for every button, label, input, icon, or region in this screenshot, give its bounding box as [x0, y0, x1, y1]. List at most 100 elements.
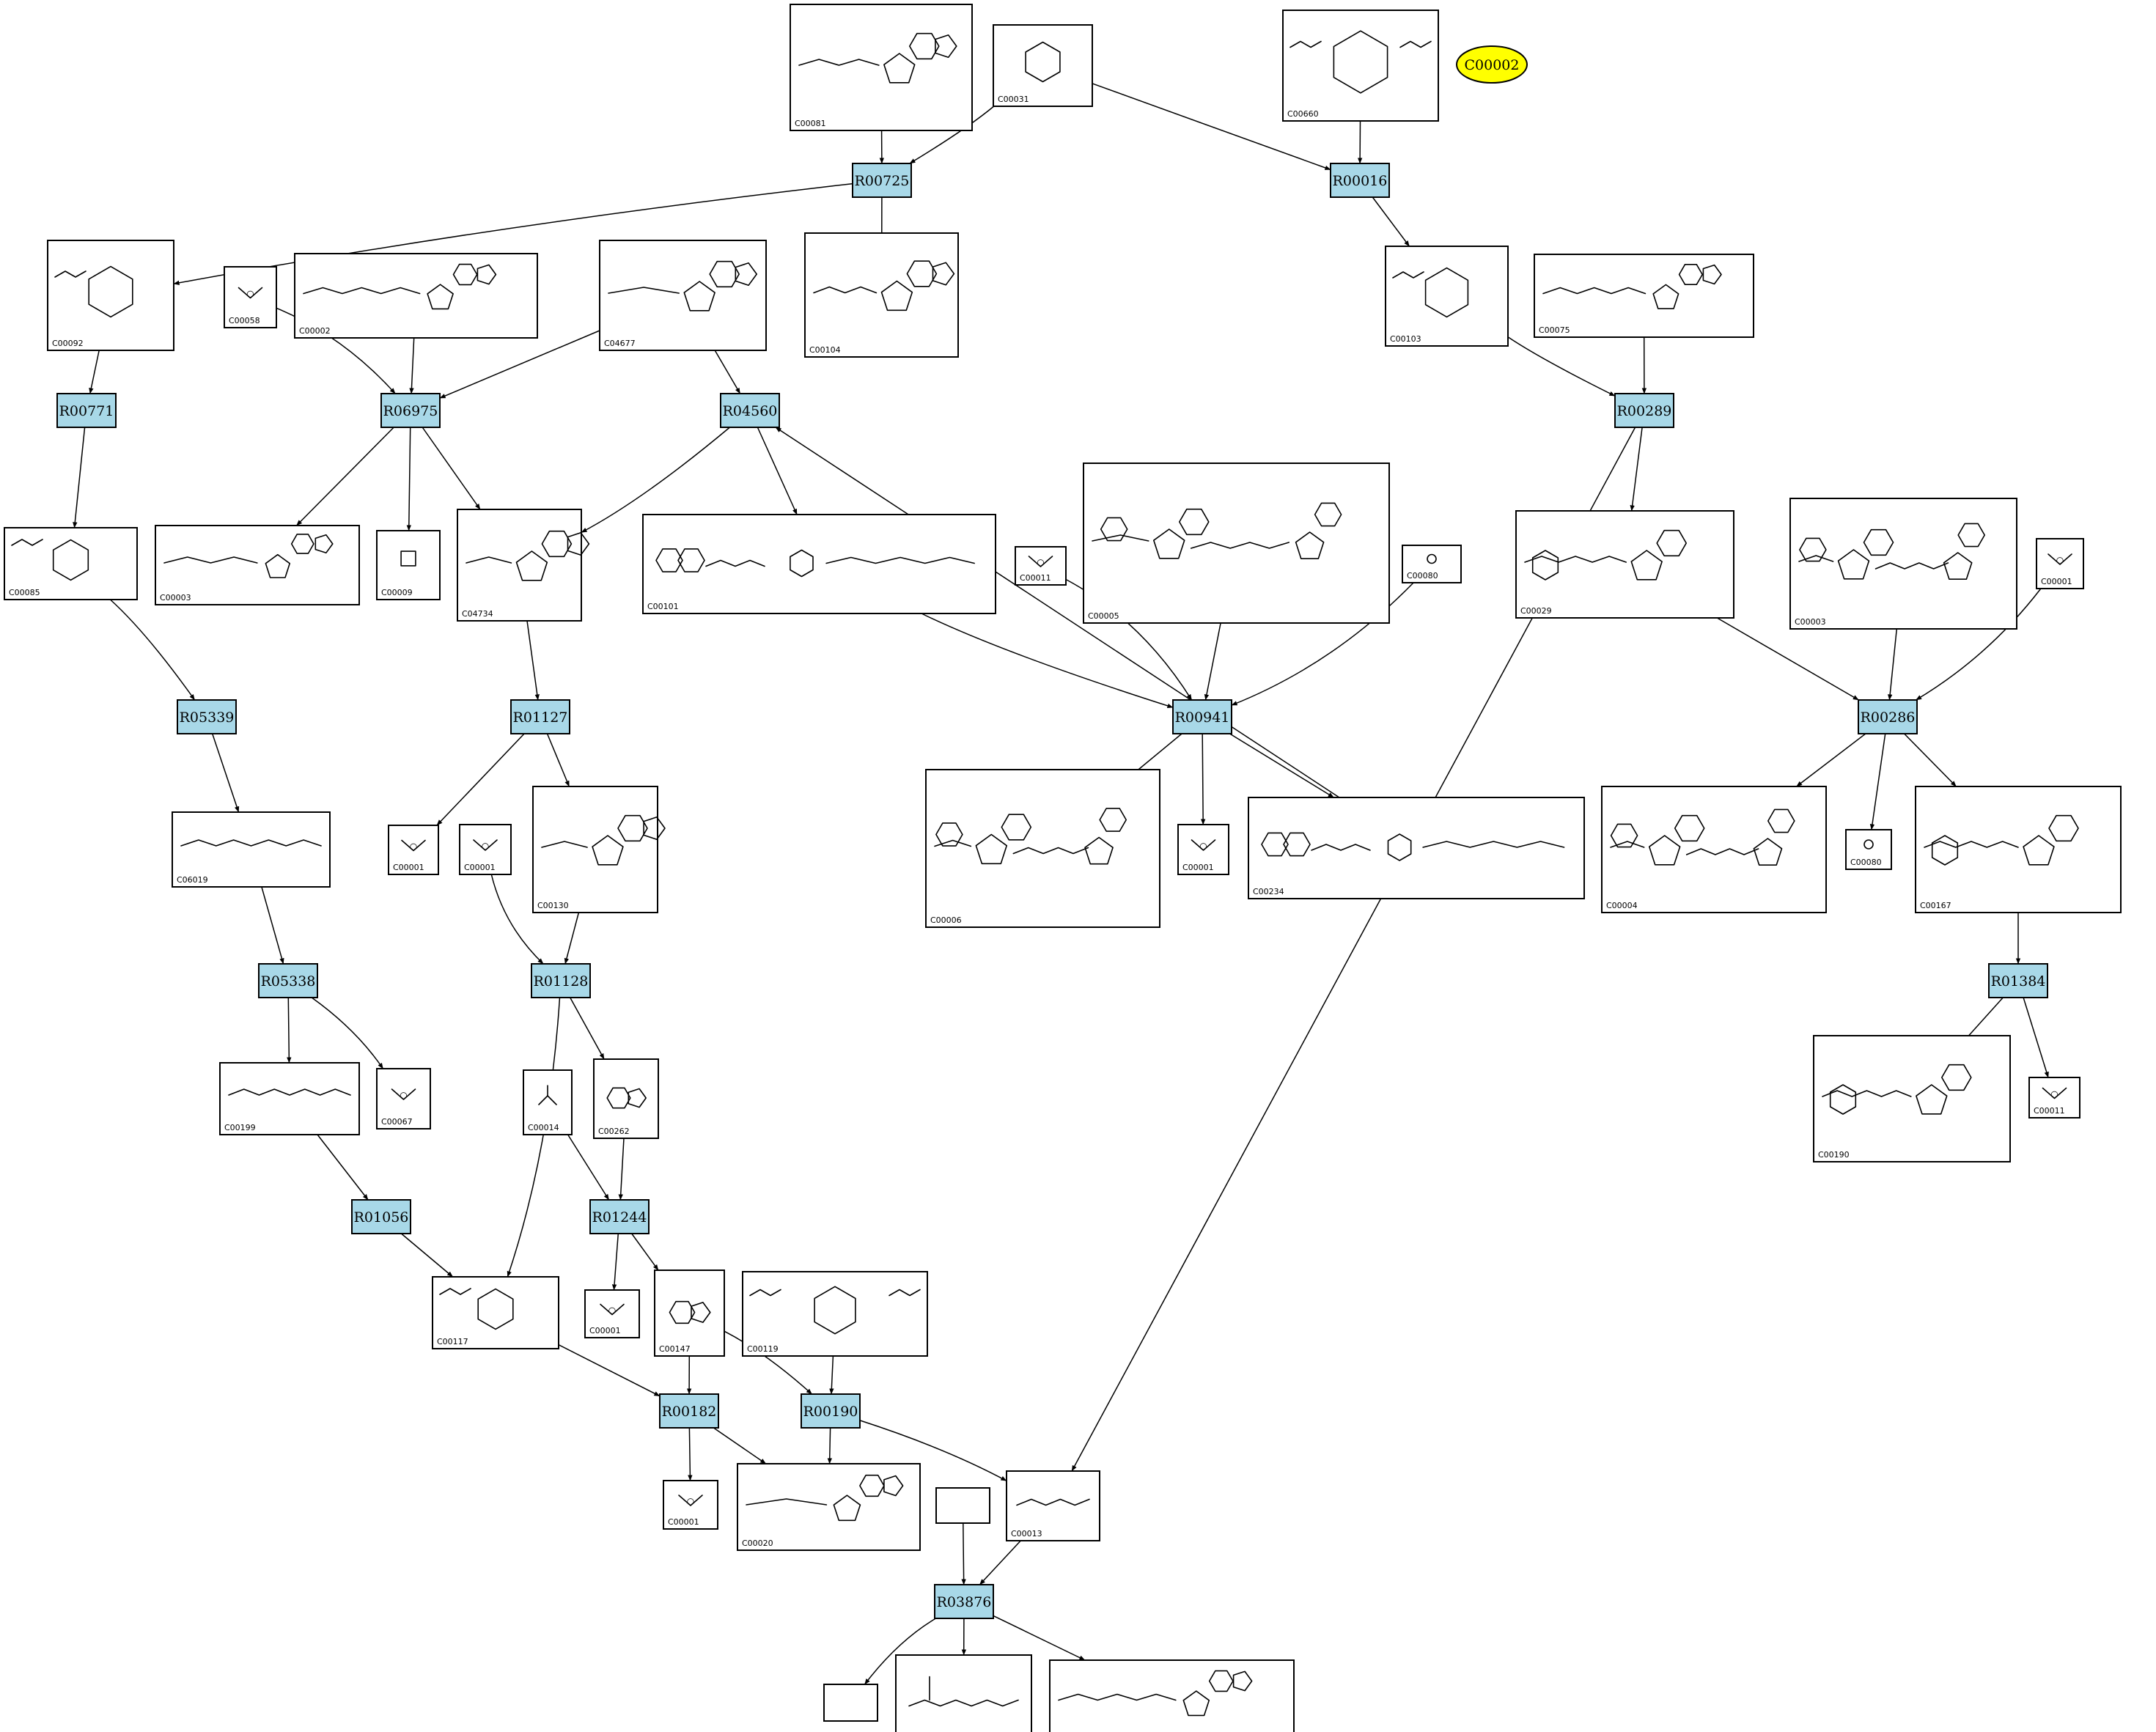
compound-node-c00001[interactable]: ○C00001 — [388, 825, 439, 875]
compound-node-c00262[interactable]: C00262 — [593, 1058, 659, 1139]
reaction-id-label: R00286 — [1861, 710, 1916, 726]
highlight-compound-badge[interactable] — [1456, 45, 1528, 84]
nucleotide-monophosphate-structure-icon — [541, 814, 666, 866]
compound-node-c00009[interactable]: C00009 — [376, 530, 441, 600]
compound-node-c00117[interactable]: C00117 — [432, 1276, 559, 1349]
reaction-box — [720, 393, 780, 428]
compound-node-c00660[interactable]: C00660 — [1282, 10, 1439, 122]
edge-c00029-to-r00286 — [1716, 617, 1859, 701]
compound-id-label: C00001 — [393, 863, 424, 872]
compound-node-c00199[interactable]: C00199 — [219, 1062, 360, 1135]
reaction-node-r00190[interactable]: R00190 — [801, 1393, 861, 1429]
reaction-node-r01056[interactable]: R01056 — [351, 1199, 411, 1234]
compound-node-c00067[interactable]: ○C00067 — [376, 1068, 431, 1130]
reaction-node-r05338[interactable]: R05338 — [258, 963, 318, 998]
reaction-node-r00725[interactable]: R00725 — [852, 163, 912, 198]
reaction-box — [380, 393, 441, 428]
compound-node-c00085[interactable]: C00085 — [4, 527, 138, 600]
compound-node-c00020[interactable]: C00020 — [737, 1463, 921, 1551]
reaction-node-r00289[interactable]: R00289 — [1614, 393, 1674, 428]
compound-node-c00011[interactable]: ○C00011 — [2028, 1077, 2080, 1119]
compound-node-c00002[interactable]: C00002 — [1049, 1659, 1295, 1732]
compound-id-label: C00067 — [381, 1117, 413, 1127]
reaction-node-r00941[interactable]: R00941 — [1172, 699, 1232, 734]
compound-id-label: C00011 — [2034, 1106, 2065, 1116]
compound-node-c00004[interactable]: C00004 — [1601, 786, 1827, 913]
compound-id-label: C06019 — [177, 875, 208, 885]
reaction-node-r04560[interactable]: R04560 — [720, 393, 780, 428]
compound-node-c00092[interactable]: C00092 — [47, 240, 174, 351]
folate-structure-icon — [1261, 832, 1565, 861]
compound-node-c00005[interactable]: C00005 — [1083, 463, 1390, 624]
compound-node-c00130[interactable]: C00130 — [532, 786, 666, 913]
compound-node-c00080[interactable]: C00080 — [1845, 829, 1892, 870]
reaction-node-r01127[interactable]: R01127 — [510, 699, 570, 734]
compound-node-c00031[interactable]: C00031 — [993, 24, 1093, 107]
compound-node-c04677[interactable]: C04677 — [599, 240, 767, 351]
compound-node-c00001[interactable]: ○C00001 — [2036, 538, 2084, 589]
reaction-node-r03876[interactable]: R03876 — [934, 1584, 994, 1619]
reaction-node-r01244[interactable]: R01244 — [589, 1199, 650, 1234]
svg-text:○: ○ — [2056, 555, 2064, 565]
compound-node-c00147[interactable]: C00147 — [654, 1269, 725, 1357]
reaction-node-r00182[interactable]: R00182 — [659, 1393, 719, 1429]
empty-compound-node[interactable] — [935, 1487, 990, 1524]
reaction-node-r00016[interactable]: R00016 — [1330, 163, 1390, 198]
compound-node-c00011[interactable]: ○C00011 — [1015, 546, 1067, 586]
compound-box — [1248, 797, 1585, 899]
compound-node-c00234[interactable]: C00234 — [1248, 797, 1585, 899]
compound-id-label: C00080 — [1407, 571, 1438, 581]
compound-node-c00081[interactable]: C00081 — [790, 4, 973, 131]
compound-node-c00001[interactable]: ○C00001 — [584, 1289, 640, 1338]
compound-id-label: C00031 — [998, 95, 1029, 104]
compound-id-label: C00029 — [1520, 606, 1552, 616]
reaction-id-label: R00182 — [662, 1404, 717, 1420]
empty-compound-node[interactable] — [823, 1684, 878, 1722]
compound-box — [1282, 10, 1439, 122]
compound-node-c00003[interactable]: C00003 — [1789, 498, 2017, 630]
compound-node-c04734[interactable]: C04734 — [457, 509, 590, 622]
compound-node-c00104[interactable]: C00104 — [804, 232, 959, 358]
compound-node-c06019[interactable]: C06019 — [172, 811, 331, 888]
compound-node-c00013[interactable]: C00013 — [1006, 1470, 1100, 1541]
compound-node-c00167[interactable]: C00167 — [1915, 786, 2122, 913]
compound-node-c00006[interactable]: C00006 — [925, 769, 1160, 928]
compound-node-c00003[interactable]: C00003 — [155, 525, 360, 605]
compound-node-c00002[interactable]: C00002 — [294, 253, 538, 339]
compound-id-label: C00004 — [1606, 901, 1638, 910]
compound-node-c00080[interactable]: C00080 — [1402, 545, 1462, 583]
reaction-node-r00771[interactable]: R00771 — [56, 393, 117, 428]
reaction-node-r05339[interactable]: R05339 — [177, 699, 237, 734]
compound-id-label: C00085 — [9, 588, 40, 597]
compound-node-c00119[interactable]: C00119 — [742, 1271, 928, 1357]
edge-c04677-to-r04560 — [714, 350, 741, 394]
compound-node-c00103[interactable]: C00103 — [1385, 246, 1509, 347]
reaction-node-r00286[interactable]: R00286 — [1858, 699, 1918, 734]
compound-node-c00101[interactable]: C00101 — [642, 514, 996, 614]
compound-box — [457, 509, 582, 622]
compound-node-c00075[interactable]: C00075 — [1534, 254, 1754, 338]
compound-id-label: C00167 — [1920, 901, 1951, 910]
compound-box — [1515, 510, 1734, 619]
compound-node-c00058[interactable]: ○C00058 — [224, 266, 277, 328]
edge-c06019-to-r05338 — [261, 886, 284, 965]
compound-id-label: C00092 — [52, 339, 84, 348]
compound-node-c00001[interactable]: ○C00001 — [459, 824, 512, 875]
edge-c00092-to-r00771 — [89, 350, 100, 394]
compound-node-c00029[interactable]: C00029 — [1515, 510, 1734, 619]
reaction-node-r01128[interactable]: R01128 — [531, 963, 591, 998]
edge-r01056-to-c00117 — [400, 1233, 454, 1278]
compound-node-c00190[interactable]: C00190 — [1813, 1035, 2011, 1162]
reaction-node-r06975[interactable]: R06975 — [380, 393, 441, 428]
compound-id-label: C00199 — [224, 1123, 256, 1132]
compound-node-c00014[interactable]: C00014 — [523, 1069, 573, 1135]
compound-node-c00001[interactable]: ○C00001 — [663, 1480, 718, 1530]
compound-node-c00001[interactable]: ○C00001 — [1177, 824, 1229, 875]
reaction-id-label: R06975 — [383, 403, 438, 419]
reaction-node-r01384[interactable]: R01384 — [1988, 963, 2048, 998]
linear-sugar-phosphate-structure-icon — [180, 839, 322, 847]
dinucleotide-structure-icon — [1092, 502, 1342, 560]
reaction-id-label: R05339 — [180, 710, 235, 726]
compound-node-c02188[interactable]: C02188 — [895, 1654, 1032, 1732]
